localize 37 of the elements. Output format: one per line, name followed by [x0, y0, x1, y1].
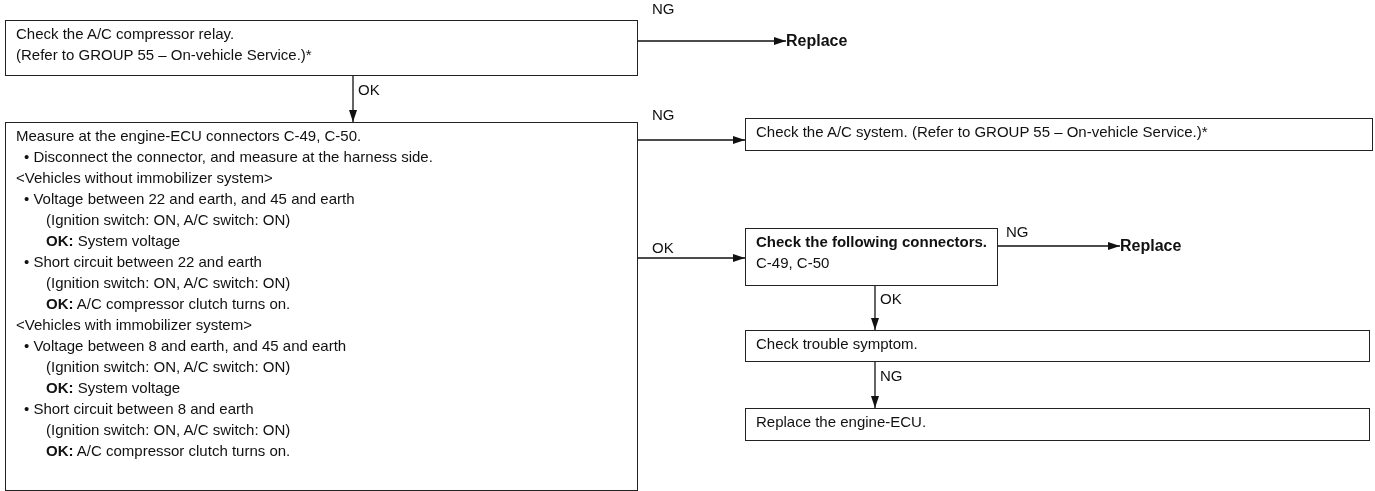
box-text: • Short circuit between 8 and earth — [23, 399, 255, 419]
result-text: Replace — [786, 31, 849, 51]
box-text: Replace the engine-ECU. — [756, 412, 928, 432]
box-text: OK: A/C compressor clutch turns on. — [45, 294, 292, 314]
box-text: OK: System voltage — [45, 378, 182, 398]
box-text: (Refer to GROUP 55 – On-vehicle Service.)* — [16, 45, 313, 65]
box-text: Check trouble symptom. — [756, 334, 919, 354]
result-text: Replace — [1120, 236, 1183, 256]
box-text: Check the following connectors. C-49, C-50 — [756, 232, 987, 273]
box-text: (Ignition switch: ON, A/C switch: ON) — [45, 273, 292, 293]
box-text: (Ignition switch: ON, A/C switch: ON) — [45, 357, 292, 377]
box-text: OK: A/C compressor clutch turns on. — [45, 441, 292, 461]
arrow — [871, 361, 879, 409]
box-text: Check the A/C system. (Refer to GROUP 55 – On-vehicle Service.)* — [756, 122, 1209, 142]
arrow — [997, 242, 1121, 250]
arrow — [349, 75, 357, 123]
box-text: • Short circuit between 22 and earth — [23, 252, 263, 272]
box-text: Measure at the engine-ECU connectors C-49, C-50. — [16, 126, 363, 146]
box-text: • Voltage between 22 and earth, and 45 and earth — [23, 189, 356, 209]
box-text: • Disconnect the connector, and measure at the harness side. — [23, 147, 434, 167]
arrow — [871, 285, 879, 331]
arrow — [637, 37, 787, 45]
box-text: <Vehicles with immobilizer system> — [16, 315, 253, 335]
box-text: (Ignition switch: ON, A/C switch: ON) — [45, 210, 292, 230]
box-text: (Ignition switch: ON, A/C switch: ON) — [45, 420, 292, 440]
process-box — [745, 228, 998, 286]
box-text: OK: System voltage — [45, 231, 182, 251]
process-box — [745, 408, 1370, 441]
box-text: • Voltage between 8 and earth, and 45 and earth — [23, 336, 348, 356]
box-text: <Vehicles without immobilizer system> — [16, 168, 274, 188]
box-text: Check the A/C compressor relay. — [16, 24, 236, 44]
arrow — [637, 254, 746, 262]
process-box — [745, 330, 1370, 362]
process-box — [5, 20, 638, 76]
arrow — [637, 136, 746, 144]
process-box — [745, 118, 1373, 151]
process-box — [5, 122, 638, 491]
